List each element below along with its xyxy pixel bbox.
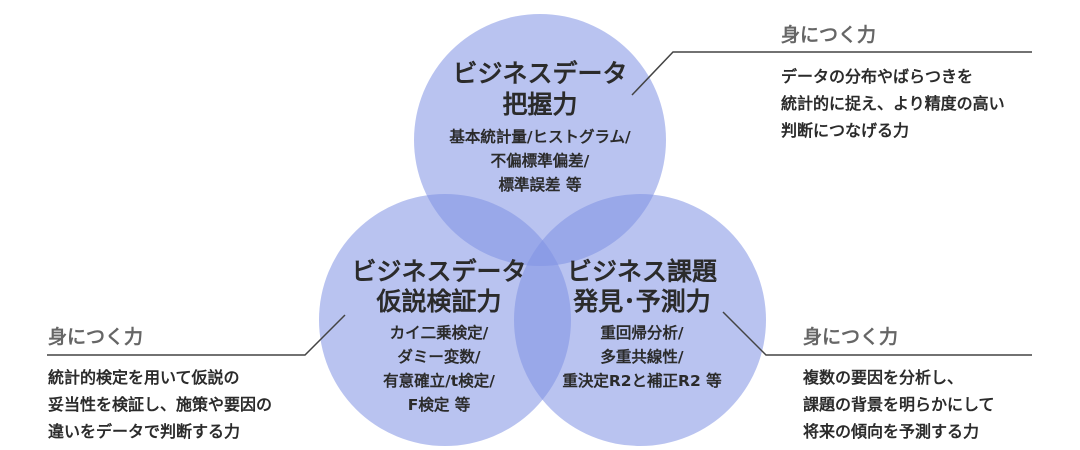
callout-bottom-right-line-2: 課題の背景を明らかにして	[803, 395, 995, 414]
circle-right	[514, 194, 766, 446]
left-circle-sub-line-1: カイ二乗検定/	[390, 323, 489, 342]
callout-bottom-left-line-2: 妥当性を検証し、施策や要因の	[48, 395, 272, 414]
callout-bottom-right-heading: 身につく力	[803, 325, 898, 348]
callout-top-right-heading: 身につく力	[781, 23, 876, 46]
top-circle-sub-line-2: 不偏標準偏差/	[491, 151, 590, 170]
callout-top-right-line-2: 統計的に捉え、より精度の高い	[781, 94, 1005, 113]
callout-bottom-right-line-3: 将来の傾向を予測する力	[803, 422, 979, 441]
right-circle-sub-line-1: 重回帰分析/	[600, 323, 684, 342]
right-circle-title-line-1: ビジネス課題	[567, 257, 718, 286]
top-circle-sub-line-3: 標準誤差 等	[499, 175, 582, 194]
circle-left	[319, 194, 571, 446]
leader-line-bottom-right	[722, 311, 1032, 356]
leader-line-bottom-left	[47, 314, 346, 356]
right-circle-sub-line-3: 重決定R2と補正R2 等	[562, 371, 722, 390]
top-circle-title-line-2: 把握力	[502, 90, 577, 119]
left-circle-sub-line-4: F検定 等	[408, 395, 471, 414]
callout-top-right-line-3: 判断につなげる力	[781, 121, 909, 140]
right-circle-sub-line-2: 多重共線性/	[600, 347, 684, 366]
left-circle-sub-line-2: ダミー変数/	[397, 347, 481, 366]
callout-top-right-line-1: データの分布やばらつきを	[781, 67, 973, 86]
left-circle-title-line-2: 仮説検証力	[375, 287, 501, 316]
callout-bottom-left-line-3: 違いをデータで判断する力	[48, 422, 240, 441]
callout-bottom-left-heading: 身につく力	[48, 325, 143, 348]
callout-bottom-right-line-1: 複数の要因を分析し、	[802, 368, 963, 387]
left-circle-sub-line-3: 有意確立/t検定/	[383, 371, 495, 390]
left-circle-title-line-1: ビジネスデータ	[351, 257, 526, 286]
leader-line-top-right	[631, 51, 1032, 96]
right-circle-title-line-2: 発見･予測力	[572, 287, 711, 316]
top-circle-title-line-1: ビジネスデータ	[452, 59, 627, 88]
callout-bottom-left-line-1: 統計的検定を用いて仮説の	[48, 368, 240, 387]
top-circle-sub-line-1: 基本統計量/ヒストグラム/	[448, 127, 631, 146]
